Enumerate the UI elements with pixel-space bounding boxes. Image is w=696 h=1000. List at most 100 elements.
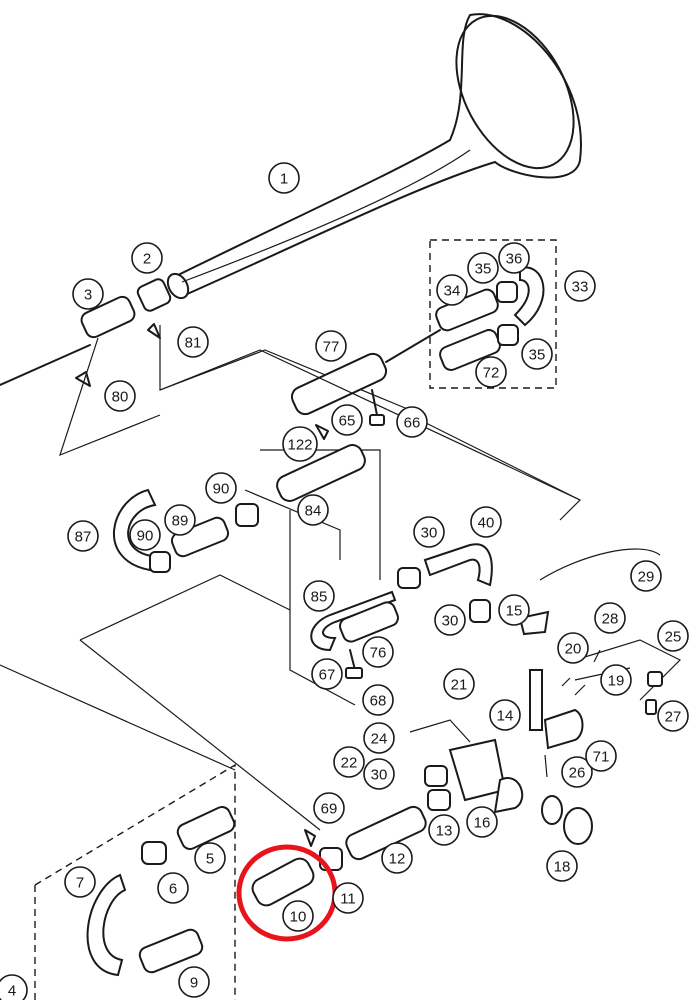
callout-c76: 76	[362, 636, 394, 668]
callout-c5: 5	[194, 842, 226, 874]
callout-c24: 24	[363, 722, 395, 754]
callout-c3: 3	[72, 278, 104, 310]
callout-number: 29	[638, 569, 655, 586]
callout-c85: 85	[303, 580, 335, 612]
callout-circle	[297, 494, 329, 526]
callout-number: 3	[84, 287, 92, 304]
callout-c36: 36	[498, 242, 530, 274]
callout-circle	[194, 842, 226, 874]
callout-number: 35	[529, 347, 546, 364]
callout-number: 4	[8, 983, 16, 1000]
callout-number: 1	[280, 171, 288, 188]
callout-circle	[521, 338, 553, 370]
callout-c1: 1	[268, 162, 300, 194]
callout-c22: 22	[333, 746, 365, 778]
callout-c4: 4	[0, 974, 28, 1000]
callout-circle	[489, 699, 521, 731]
callout-number: 66	[404, 415, 421, 432]
callout-circle	[333, 746, 365, 778]
callout-circle	[362, 684, 394, 716]
callout-c33: 33	[564, 270, 596, 302]
callout-circle	[363, 722, 395, 754]
callout-number: 81	[185, 335, 202, 352]
callout-c35b: 35	[521, 338, 553, 370]
callout-circle	[594, 602, 626, 634]
callout-circle	[104, 380, 136, 412]
upper-left-pipes	[0, 278, 411, 457]
callout-circle	[64, 866, 96, 898]
callout-c67: 67	[311, 658, 343, 690]
callout-circle	[205, 472, 237, 504]
callout-number: 20	[565, 641, 582, 658]
horn-bell	[166, 13, 582, 300]
callout-c65: 65	[331, 404, 363, 436]
callout-c28: 28	[594, 602, 626, 634]
callout-number: 12	[389, 851, 406, 868]
callout-circle	[443, 668, 475, 700]
callout-c26: 26	[561, 756, 593, 788]
callout-number: 5	[206, 851, 214, 868]
callout-circle	[466, 806, 498, 838]
callout-number: 69	[321, 801, 338, 818]
callout-circle	[585, 740, 617, 772]
callout-circle	[282, 426, 318, 462]
callout-circle	[413, 516, 445, 548]
callout-number: 36	[506, 251, 523, 268]
callout-labels: 1234567910111213141516181920212224252627…	[0, 162, 689, 1000]
callout-circle	[282, 900, 314, 932]
callout-circle	[470, 506, 502, 538]
callout-number: 18	[554, 859, 571, 876]
callout-circle	[72, 278, 104, 310]
callout-circle	[657, 700, 689, 732]
callout-number: 40	[478, 515, 495, 532]
callout-number: 77	[323, 339, 340, 356]
callout-number: 87	[75, 529, 92, 546]
left-pipe-assembly	[112, 444, 366, 573]
callout-c25: 25	[657, 620, 689, 652]
callout-circle	[157, 872, 189, 904]
callout-circle	[475, 356, 507, 388]
callout-c19: 19	[600, 664, 632, 696]
callout-number: 14	[497, 708, 514, 725]
callout-circle	[436, 274, 468, 306]
callout-c18: 18	[546, 850, 578, 882]
callout-circle	[498, 594, 530, 626]
valve-assembly	[409, 548, 682, 845]
callout-c16: 16	[466, 806, 498, 838]
callout-number: 76	[370, 645, 387, 662]
callout-number: 19	[608, 673, 625, 690]
callout-c15: 15	[498, 594, 530, 626]
callout-number: 67	[319, 667, 336, 684]
callout-number: 10	[290, 909, 307, 926]
callout-circle	[0, 974, 28, 1000]
callout-circle	[311, 658, 343, 690]
callout-circle	[396, 406, 428, 438]
callout-c72: 72	[475, 356, 507, 388]
pipe-77	[290, 329, 441, 440]
callout-circle	[178, 966, 210, 998]
callout-circle	[546, 850, 578, 882]
callout-circle	[303, 580, 335, 612]
callout-circle	[362, 636, 394, 668]
callout-c35a: 35	[467, 252, 499, 284]
callout-c89: 89	[164, 504, 196, 536]
callout-number: 122	[287, 437, 312, 454]
callout-circle	[131, 242, 163, 274]
callout-number: 90	[137, 528, 154, 545]
callout-circle	[564, 270, 596, 302]
callout-c9: 9	[178, 966, 210, 998]
callout-number: 65	[339, 413, 356, 430]
callout-number: 84	[305, 503, 322, 520]
callout-c20: 20	[557, 632, 589, 664]
callout-number: 89	[172, 513, 189, 530]
callout-circle	[428, 814, 460, 846]
callout-number: 85	[311, 589, 328, 606]
callout-number: 34	[444, 283, 461, 300]
callout-circle	[164, 504, 196, 536]
callout-c68: 68	[362, 684, 394, 716]
callout-c80: 80	[104, 380, 136, 412]
callout-number: 90	[213, 481, 230, 498]
callout-circle	[315, 330, 347, 362]
callout-number: 16	[474, 815, 491, 832]
